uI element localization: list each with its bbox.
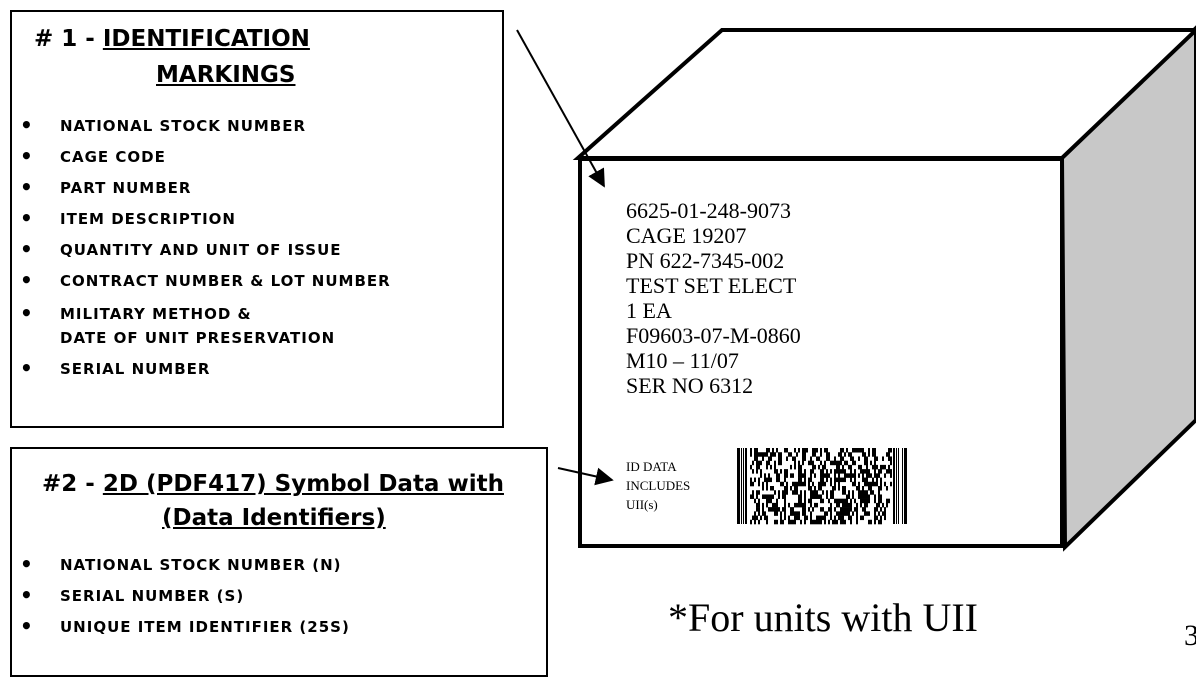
panel-1-title-prefix: # 1 - [34, 26, 103, 52]
pdf417-barcode [737, 448, 907, 525]
arrow-to-2d-symbol [557, 467, 614, 486]
label-line-nsn: 6625-01-248-9073 [626, 198, 791, 223]
panel-2-title: #2 - 2D (PDF417) Symbol Data with [42, 471, 504, 497]
page-number: 3 [1184, 619, 1196, 652]
label-line-serial: SER NO 6312 [626, 373, 754, 398]
id-data-line: UII(s) [626, 497, 658, 512]
symbol-data-list: NATIONAL STOCK NUMBER (N) SERIAL NUMBER … [20, 554, 350, 648]
list-item: NATIONAL STOCK NUMBER [20, 115, 391, 136]
label-line-contract: F09603-07-M-0860 [626, 323, 801, 348]
package-label-text: 6625-01-248-9073 CAGE 19207 PN 622-7345-… [626, 198, 801, 398]
list-item: PART NUMBER [20, 177, 391, 198]
panel-1-title-line2: MARKINGS [156, 62, 296, 88]
panel-2-title-line1: 2D (PDF417) Symbol Data with [102, 471, 504, 497]
id-data-line: INCLUDES [626, 478, 691, 493]
panel-1-title: # 1 - IDENTIFICATION [34, 26, 310, 52]
label-line-preservation: M10 – 11/07 [626, 348, 739, 373]
id-data-line: ID DATA [626, 459, 677, 474]
list-item: SERIAL NUMBER (S) [20, 585, 350, 606]
panel-1-title-line1: IDENTIFICATION [102, 26, 310, 52]
identification-markings-list: NATIONAL STOCK NUMBER CAGE CODE PART NUM… [20, 115, 391, 390]
uii-footnote: *For units with UII [668, 595, 978, 640]
list-item: NATIONAL STOCK NUMBER (N) [20, 554, 350, 575]
id-data-caption: ID DATA INCLUDES UII(s) [626, 457, 690, 514]
panel-2-title-line2: (Data Identifiers) [162, 505, 386, 531]
arrow-to-identification-markings [516, 29, 605, 188]
list-item: MILITARY METHOD & DATE OF UNIT PRESERVAT… [20, 301, 391, 350]
list-item: CAGE CODE [20, 146, 391, 167]
label-line-cage: CAGE 19207 [626, 223, 747, 248]
list-item: ITEM DESCRIPTION [20, 208, 391, 229]
label-line-quantity: 1 EA [626, 298, 672, 323]
label-line-description: TEST SET ELECT [626, 273, 797, 298]
list-item: UNIQUE ITEM IDENTIFIER (25S) [20, 616, 350, 637]
list-item: QUANTITY AND UNIT OF ISSUE [20, 239, 391, 260]
panel-2-title-prefix: #2 - [42, 471, 103, 497]
list-item: CONTRACT NUMBER & LOT NUMBER [20, 270, 391, 291]
label-line-part-number: PN 622-7345-002 [626, 248, 785, 273]
list-item: SERIAL NUMBER [20, 358, 391, 379]
